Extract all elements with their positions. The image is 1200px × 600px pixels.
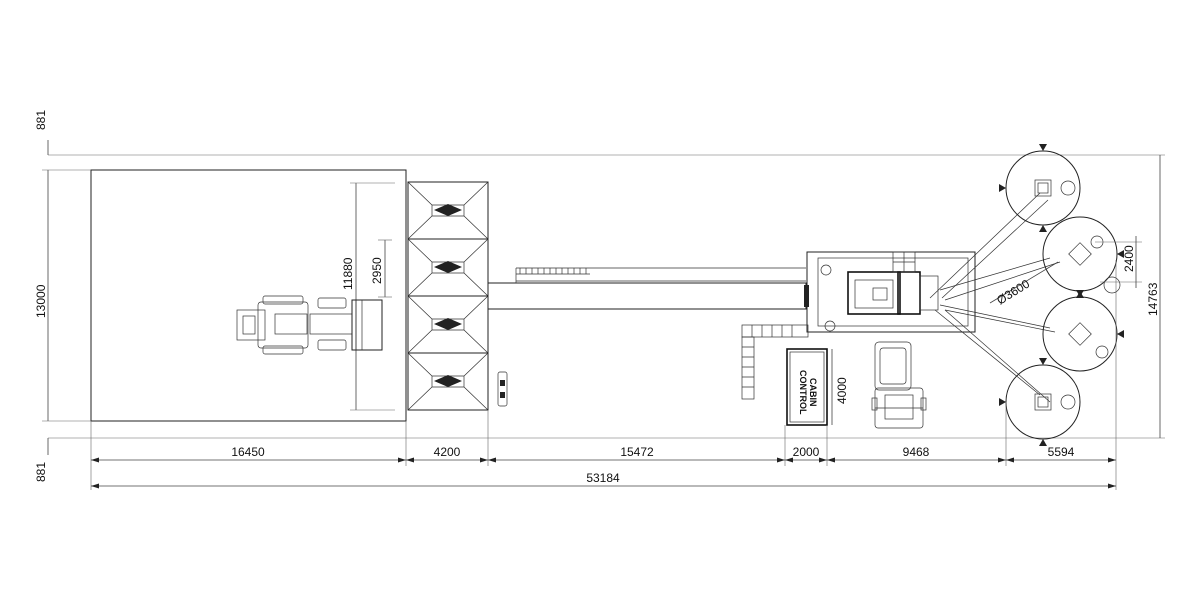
dim-segment-6: 5594 (1048, 445, 1075, 459)
left-bottom-offset-label: 881 (34, 462, 48, 482)
small-equipment (497, 371, 508, 407)
silo-spacing-label: 2400 (1122, 245, 1136, 272)
left-dimensions (42, 140, 91, 455)
silo-spacing-dimension (1095, 236, 1142, 288)
overall-length-label: 53184 (586, 471, 620, 485)
yard-inner-height-label: 11880 (341, 257, 355, 290)
left-top-offset-label: 881 (34, 110, 48, 130)
cement-silo-2 (1042, 216, 1124, 298)
dim-segment-5: 9468 (903, 445, 930, 459)
truck-mixer (871, 341, 927, 429)
hopper-opening-label: 2950 (370, 257, 384, 284)
wheel-loader (236, 295, 383, 355)
control-cabin: CONTROL CABIN (786, 348, 833, 426)
control-cabin-label-1: CONTROL (798, 370, 808, 415)
silo-diameter-leader (989, 261, 1059, 304)
conveyor-belt (487, 267, 809, 310)
dim-segment-3: 15472 (620, 445, 654, 459)
cement-silo-1 (999, 144, 1081, 232)
dim-segment-1: 16450 (231, 445, 265, 459)
cement-silo-3 (1042, 290, 1124, 372)
stockyard-area (90, 169, 407, 422)
cabin-depth-label: 4000 (835, 377, 849, 404)
left-height-label: 13000 (34, 284, 48, 318)
mixer-tower (806, 251, 976, 333)
dim-segment-4: 2000 (793, 445, 820, 459)
stairs (741, 324, 809, 400)
control-cabin-label-2: CABIN (808, 378, 818, 407)
screw-conveyors (929, 192, 1061, 403)
bottom-dimension-chain (90, 260, 1117, 490)
right-height-label: 14763 (1146, 282, 1160, 316)
silo-diameter-label: Ø3600 (994, 276, 1032, 307)
aggregate-hoppers (407, 181, 489, 411)
dim-segment-2: 4200 (434, 445, 461, 459)
